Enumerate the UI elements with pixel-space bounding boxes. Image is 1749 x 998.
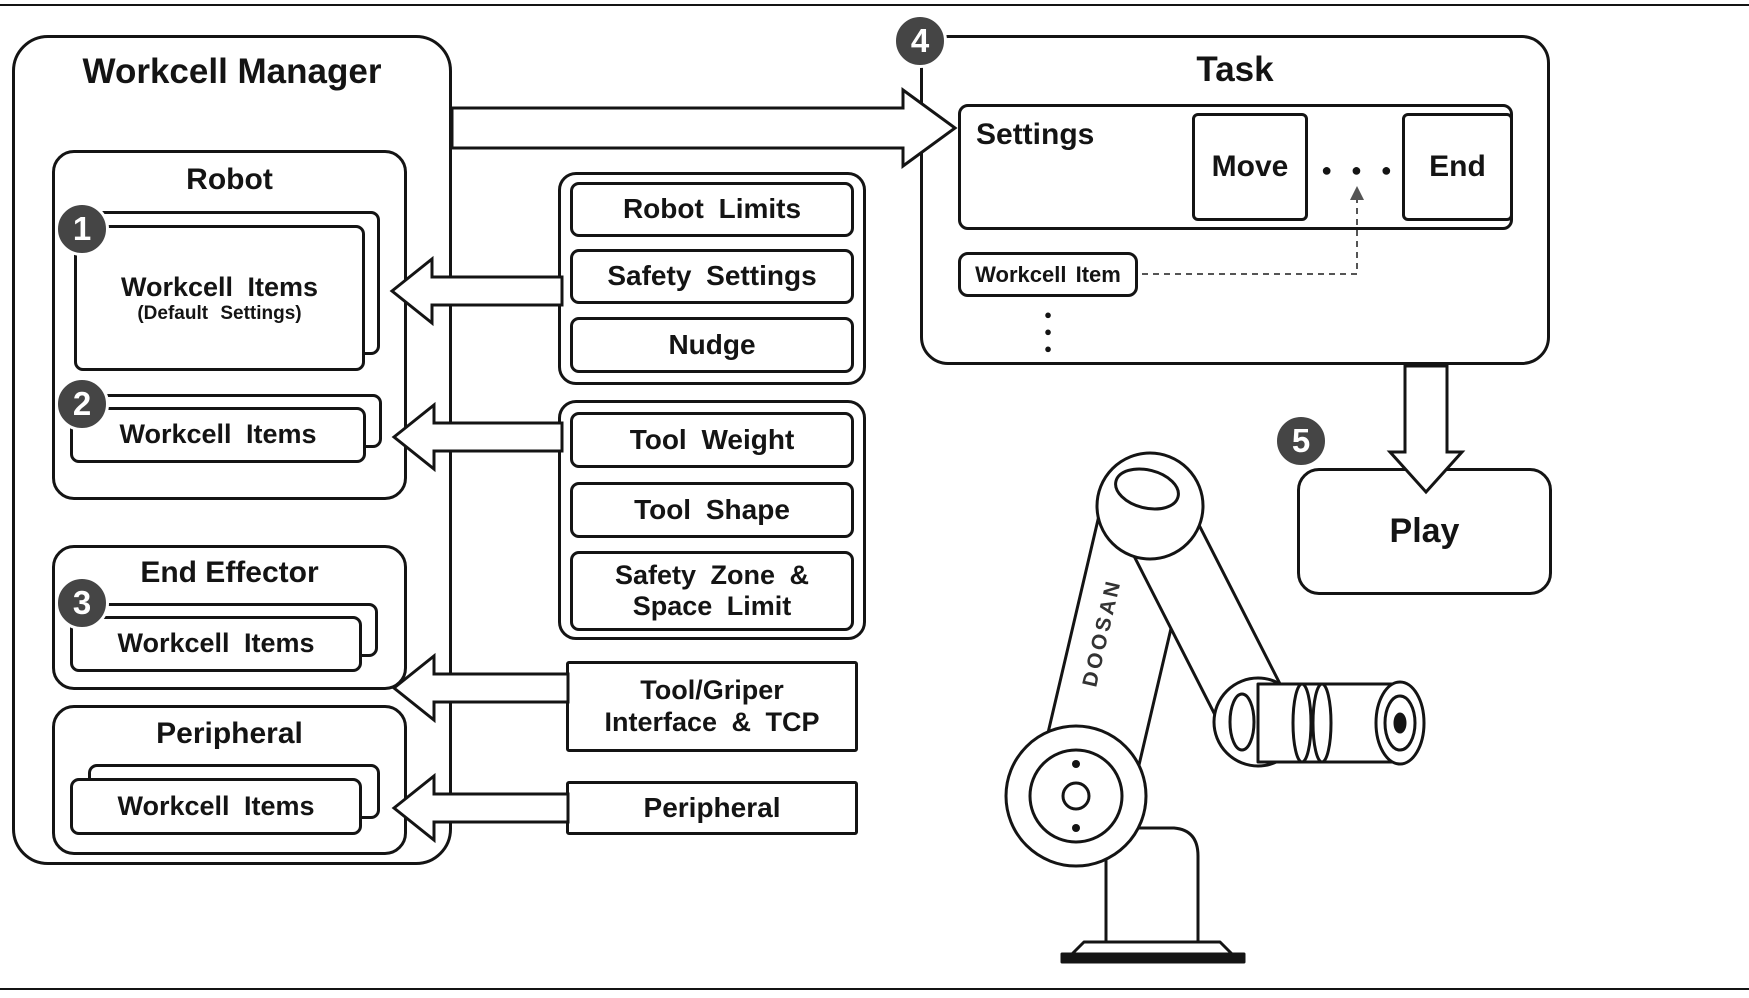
robot-shoulder-joint bbox=[1004, 724, 1148, 868]
play-box: Play bbox=[1297, 468, 1552, 595]
step-badge-5: 5 bbox=[1274, 414, 1328, 468]
robot-shoulder-bolt-bottom bbox=[1072, 824, 1080, 832]
task-workcell-item-box: Workcell Item bbox=[958, 252, 1138, 297]
safety-zone-line2: Space Limit bbox=[632, 591, 792, 621]
default-settings-sublabel: (Default Settings) bbox=[137, 302, 302, 324]
tool-gripper-line2: Interface & TCP bbox=[604, 706, 820, 737]
robot-shoulder-ring bbox=[1028, 748, 1124, 844]
workcell-manager-title: Workcell Manager bbox=[82, 52, 382, 91]
peripheral-parameter-box: Peripheral bbox=[566, 781, 858, 835]
step-badge-1: 1 bbox=[55, 202, 109, 256]
workcell-items-default-label: Workcell Items bbox=[120, 271, 319, 302]
safety-zone-line1: Safety Zone & bbox=[614, 559, 810, 590]
robot-limits-box: Robot Limits bbox=[570, 182, 854, 237]
task-title: Task bbox=[1196, 50, 1274, 89]
workcell-items-peripheral-card: Workcell Items bbox=[70, 778, 362, 835]
robot-upper-arm-link bbox=[1033, 495, 1199, 811]
play-label: Play bbox=[1389, 512, 1460, 550]
workcell-items-ee-label: Workcell Items bbox=[117, 628, 315, 659]
move-command-box: Move bbox=[1192, 113, 1308, 221]
workcell-items-robot-card: Workcell Items bbox=[70, 407, 366, 463]
robot-wrist-ring-1 bbox=[1291, 682, 1313, 764]
ellipsis-dots-icon: ● ● ● bbox=[1321, 159, 1399, 180]
robot-base-flange bbox=[1060, 952, 1246, 964]
page-bottom-rule bbox=[0, 988, 1749, 990]
task-settings-label: Settings bbox=[976, 118, 1095, 151]
end-effector-section-title: End Effector bbox=[140, 556, 319, 589]
step-badge-3: 3 bbox=[55, 576, 109, 630]
robot-wrist-joint bbox=[1212, 676, 1304, 768]
safety-settings-box: Safety Settings bbox=[570, 249, 854, 304]
workcell-items-ee-card: Workcell Items bbox=[70, 616, 362, 672]
robot-wrist-cylinder bbox=[1256, 682, 1400, 764]
peripheral-section-title: Peripheral bbox=[156, 717, 303, 750]
nudge-box: Nudge bbox=[570, 317, 854, 373]
robot-shoulder-bolt-top bbox=[1072, 760, 1080, 768]
safety-zone-space-limit-box: Safety Zone & Space Limit bbox=[570, 551, 854, 631]
step-badge-2: 2 bbox=[55, 377, 109, 431]
robot-tool-flange-outer bbox=[1374, 680, 1426, 766]
page-top-rule bbox=[0, 4, 1749, 6]
workcell-items-robot-label: Workcell Items bbox=[119, 419, 317, 450]
robot-elbow-joint bbox=[1095, 451, 1205, 561]
robot-base-column bbox=[1104, 826, 1200, 944]
robot-forearm-link bbox=[1118, 494, 1292, 738]
robot-base-plate bbox=[1068, 940, 1236, 958]
tool-gripper-line1: Tool/Griper bbox=[640, 675, 784, 706]
vertical-ellipsis-icon: ● ● ● bbox=[1044, 307, 1052, 356]
robot-elbow-cap bbox=[1114, 467, 1180, 511]
tool-gripper-interface-tcp-box: Tool/Griper Interface & TCP bbox=[566, 661, 858, 752]
robot-shoulder-hub bbox=[1061, 781, 1091, 811]
tool-shape-box: Tool Shape bbox=[570, 482, 854, 538]
robot-tool-flange-mid bbox=[1383, 694, 1417, 752]
tool-weight-box: Tool Weight bbox=[570, 412, 854, 468]
workcell-items-peripheral-label: Workcell Items bbox=[117, 790, 315, 821]
robot-wrist-ring-2 bbox=[1311, 682, 1333, 764]
arrow-workcell-to-task bbox=[450, 87, 958, 169]
robot-tool-flange-hub bbox=[1393, 712, 1407, 734]
workcell-items-default-card: Workcell Items (Default Settings) bbox=[74, 225, 365, 371]
robot-wrist-joint-cap bbox=[1228, 692, 1256, 752]
end-command-box: End bbox=[1402, 113, 1513, 221]
robot-section-title: Robot bbox=[186, 163, 273, 196]
robot-brand-label: DOOSAN bbox=[1078, 577, 1125, 690]
step-badge-4: 4 bbox=[893, 14, 947, 68]
